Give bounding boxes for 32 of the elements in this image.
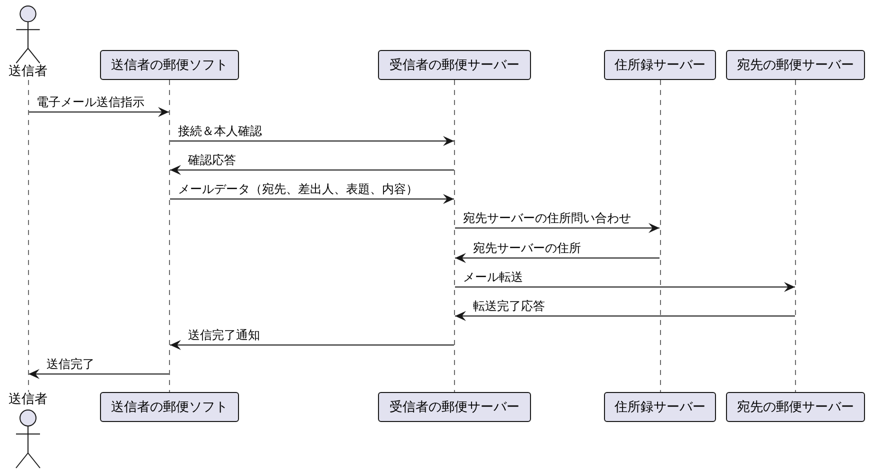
- lifeline: [454, 80, 455, 392]
- message-arrow: [170, 136, 454, 146]
- participant-box: 受信者の郵便サーバー: [378, 50, 531, 80]
- message-label: 転送完了応答: [472, 299, 546, 313]
- participant-box: 住所録サーバー: [604, 50, 716, 80]
- message-arrow: [454, 282, 796, 292]
- participant-box: 受信者の郵便サーバー: [378, 392, 531, 422]
- message-label: 電子メール送信指示: [36, 95, 146, 109]
- message-label: 確認応答: [187, 153, 237, 167]
- participant-box: 送信者の郵便ソフト: [100, 50, 239, 80]
- message-arrow: [170, 194, 454, 204]
- message-label: 送信完了通知: [187, 328, 261, 342]
- message-label: メール転送: [462, 270, 524, 284]
- message-arrow: [170, 340, 454, 350]
- message-label: 接続＆本人確認: [177, 124, 263, 138]
- message-arrow: [454, 253, 660, 263]
- message-label: 送信完了: [46, 357, 96, 371]
- message-label: 宛先サーバーの住所: [472, 241, 582, 255]
- message-label: 宛先サーバーの住所問い合わせ: [462, 211, 632, 225]
- message-arrow: [454, 311, 796, 321]
- message-arrow: [28, 107, 170, 117]
- participant-box: 送信者の郵便ソフト: [100, 392, 239, 422]
- participant-box: 宛先の郵便サーバー: [726, 392, 865, 422]
- message-arrow: [28, 369, 170, 379]
- actor-name: 送信者: [8, 392, 48, 408]
- message-arrow: [170, 165, 454, 175]
- participant-box: 住所録サーバー: [604, 392, 716, 422]
- participant-box: 宛先の郵便サーバー: [726, 50, 865, 80]
- message-arrow: [454, 223, 660, 233]
- lifeline: [795, 80, 796, 392]
- lifeline: [169, 80, 170, 392]
- actor-name: 送信者: [8, 64, 48, 80]
